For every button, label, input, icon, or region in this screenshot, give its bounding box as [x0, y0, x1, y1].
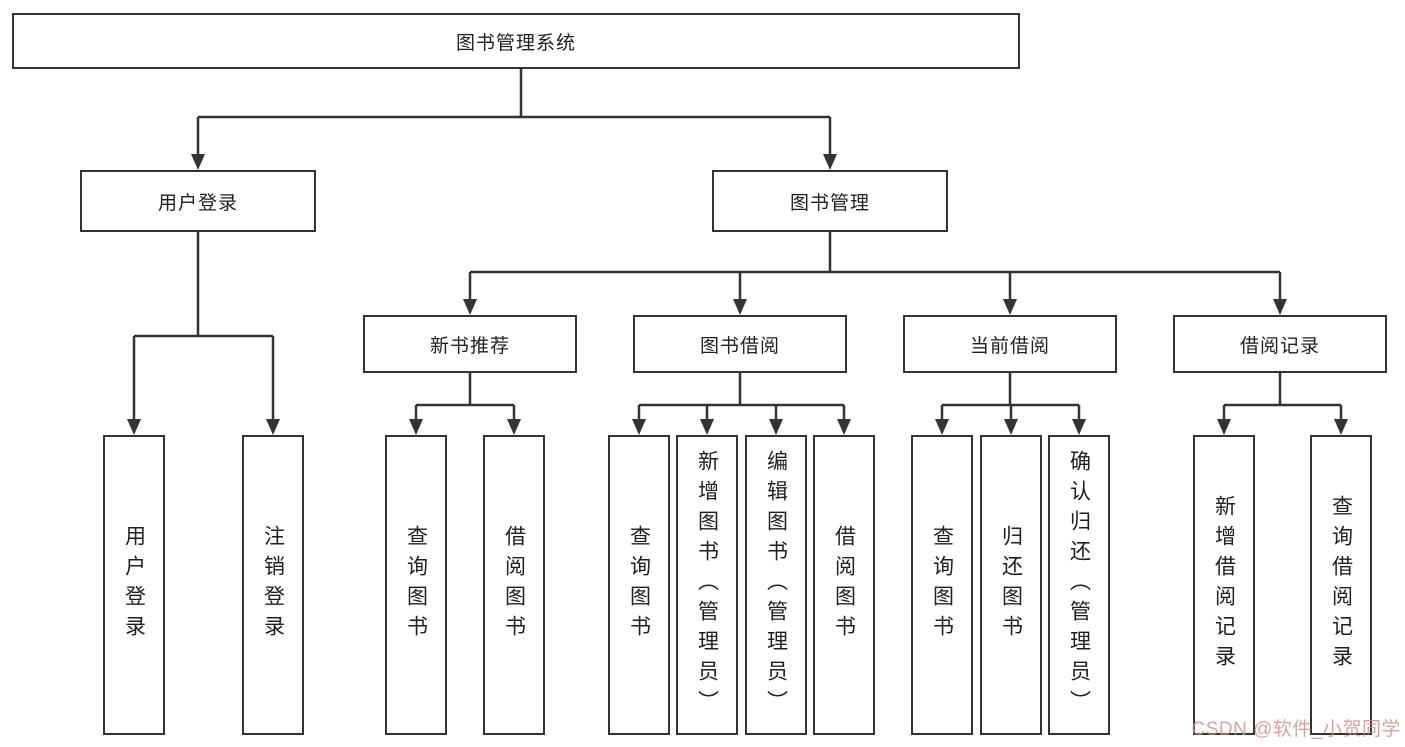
- node-label: 当前借阅: [969, 335, 1050, 357]
- leaf-label: 查询图书: [404, 525, 428, 645]
- node-user-login: 用户登录: [80, 170, 316, 232]
- leaf-borrow-books: 借阅图书: [813, 435, 875, 735]
- node-new-book-recommend: 新书推荐: [363, 315, 577, 373]
- leaf-query-books-recommend: 查询图书: [385, 435, 447, 735]
- node-borrow-records: 借阅记录: [1173, 315, 1387, 373]
- leaf-edit-book-admin: 编辑图书（管理员）: [745, 435, 807, 735]
- leaf-confirm-return-admin: 确认归还（管理员）: [1048, 435, 1110, 735]
- leaf-label: 归还图书: [999, 525, 1023, 645]
- leaf-return-books: 归还图书: [980, 435, 1042, 735]
- node-current-borrow: 当前借阅: [903, 315, 1117, 373]
- leaf-label: 借阅图书: [502, 525, 526, 645]
- leaf-label: 新增图书（管理员）: [695, 450, 719, 720]
- node-label: 图书借阅: [699, 335, 780, 357]
- watermark: CSDN @软件_小贺同学: [1191, 719, 1401, 740]
- leaf-label: 用户登录: [122, 525, 146, 645]
- leaf-label: 确认归还（管理员）: [1067, 450, 1091, 720]
- node-label: 图书管理: [789, 192, 870, 214]
- leaf-user-login: 用户登录: [103, 435, 165, 735]
- leaf-label: 查询图书: [930, 525, 954, 645]
- node-book-management: 图书管理: [712, 170, 948, 232]
- node-root-label: 图书管理系统: [455, 32, 576, 54]
- leaf-query-borrow-record: 查询借阅记录: [1310, 435, 1372, 735]
- leaf-query-books-current: 查询图书: [911, 435, 973, 735]
- leaf-query-books-borrow: 查询图书: [608, 435, 670, 735]
- node-label: 用户登录: [157, 192, 238, 214]
- leaf-borrow-books-recommend: 借阅图书: [483, 435, 545, 735]
- leaf-label: 查询图书: [627, 525, 651, 645]
- leaf-label: 新增借阅记录: [1212, 495, 1236, 675]
- node-book-borrow: 图书借阅: [633, 315, 847, 373]
- leaf-add-borrow-record: 新增借阅记录: [1193, 435, 1255, 735]
- leaf-label: 借阅图书: [832, 525, 856, 645]
- node-label: 新书推荐: [429, 335, 510, 357]
- leaf-label: 编辑图书（管理员）: [764, 450, 788, 720]
- leaf-label: 注销登录: [261, 525, 285, 645]
- leaf-add-book-admin: 新增图书（管理员）: [676, 435, 738, 735]
- node-label: 借阅记录: [1239, 335, 1320, 357]
- leaf-label: 查询借阅记录: [1329, 495, 1353, 675]
- leaf-logout: 注销登录: [242, 435, 304, 735]
- node-root: 图书管理系统: [12, 13, 1020, 69]
